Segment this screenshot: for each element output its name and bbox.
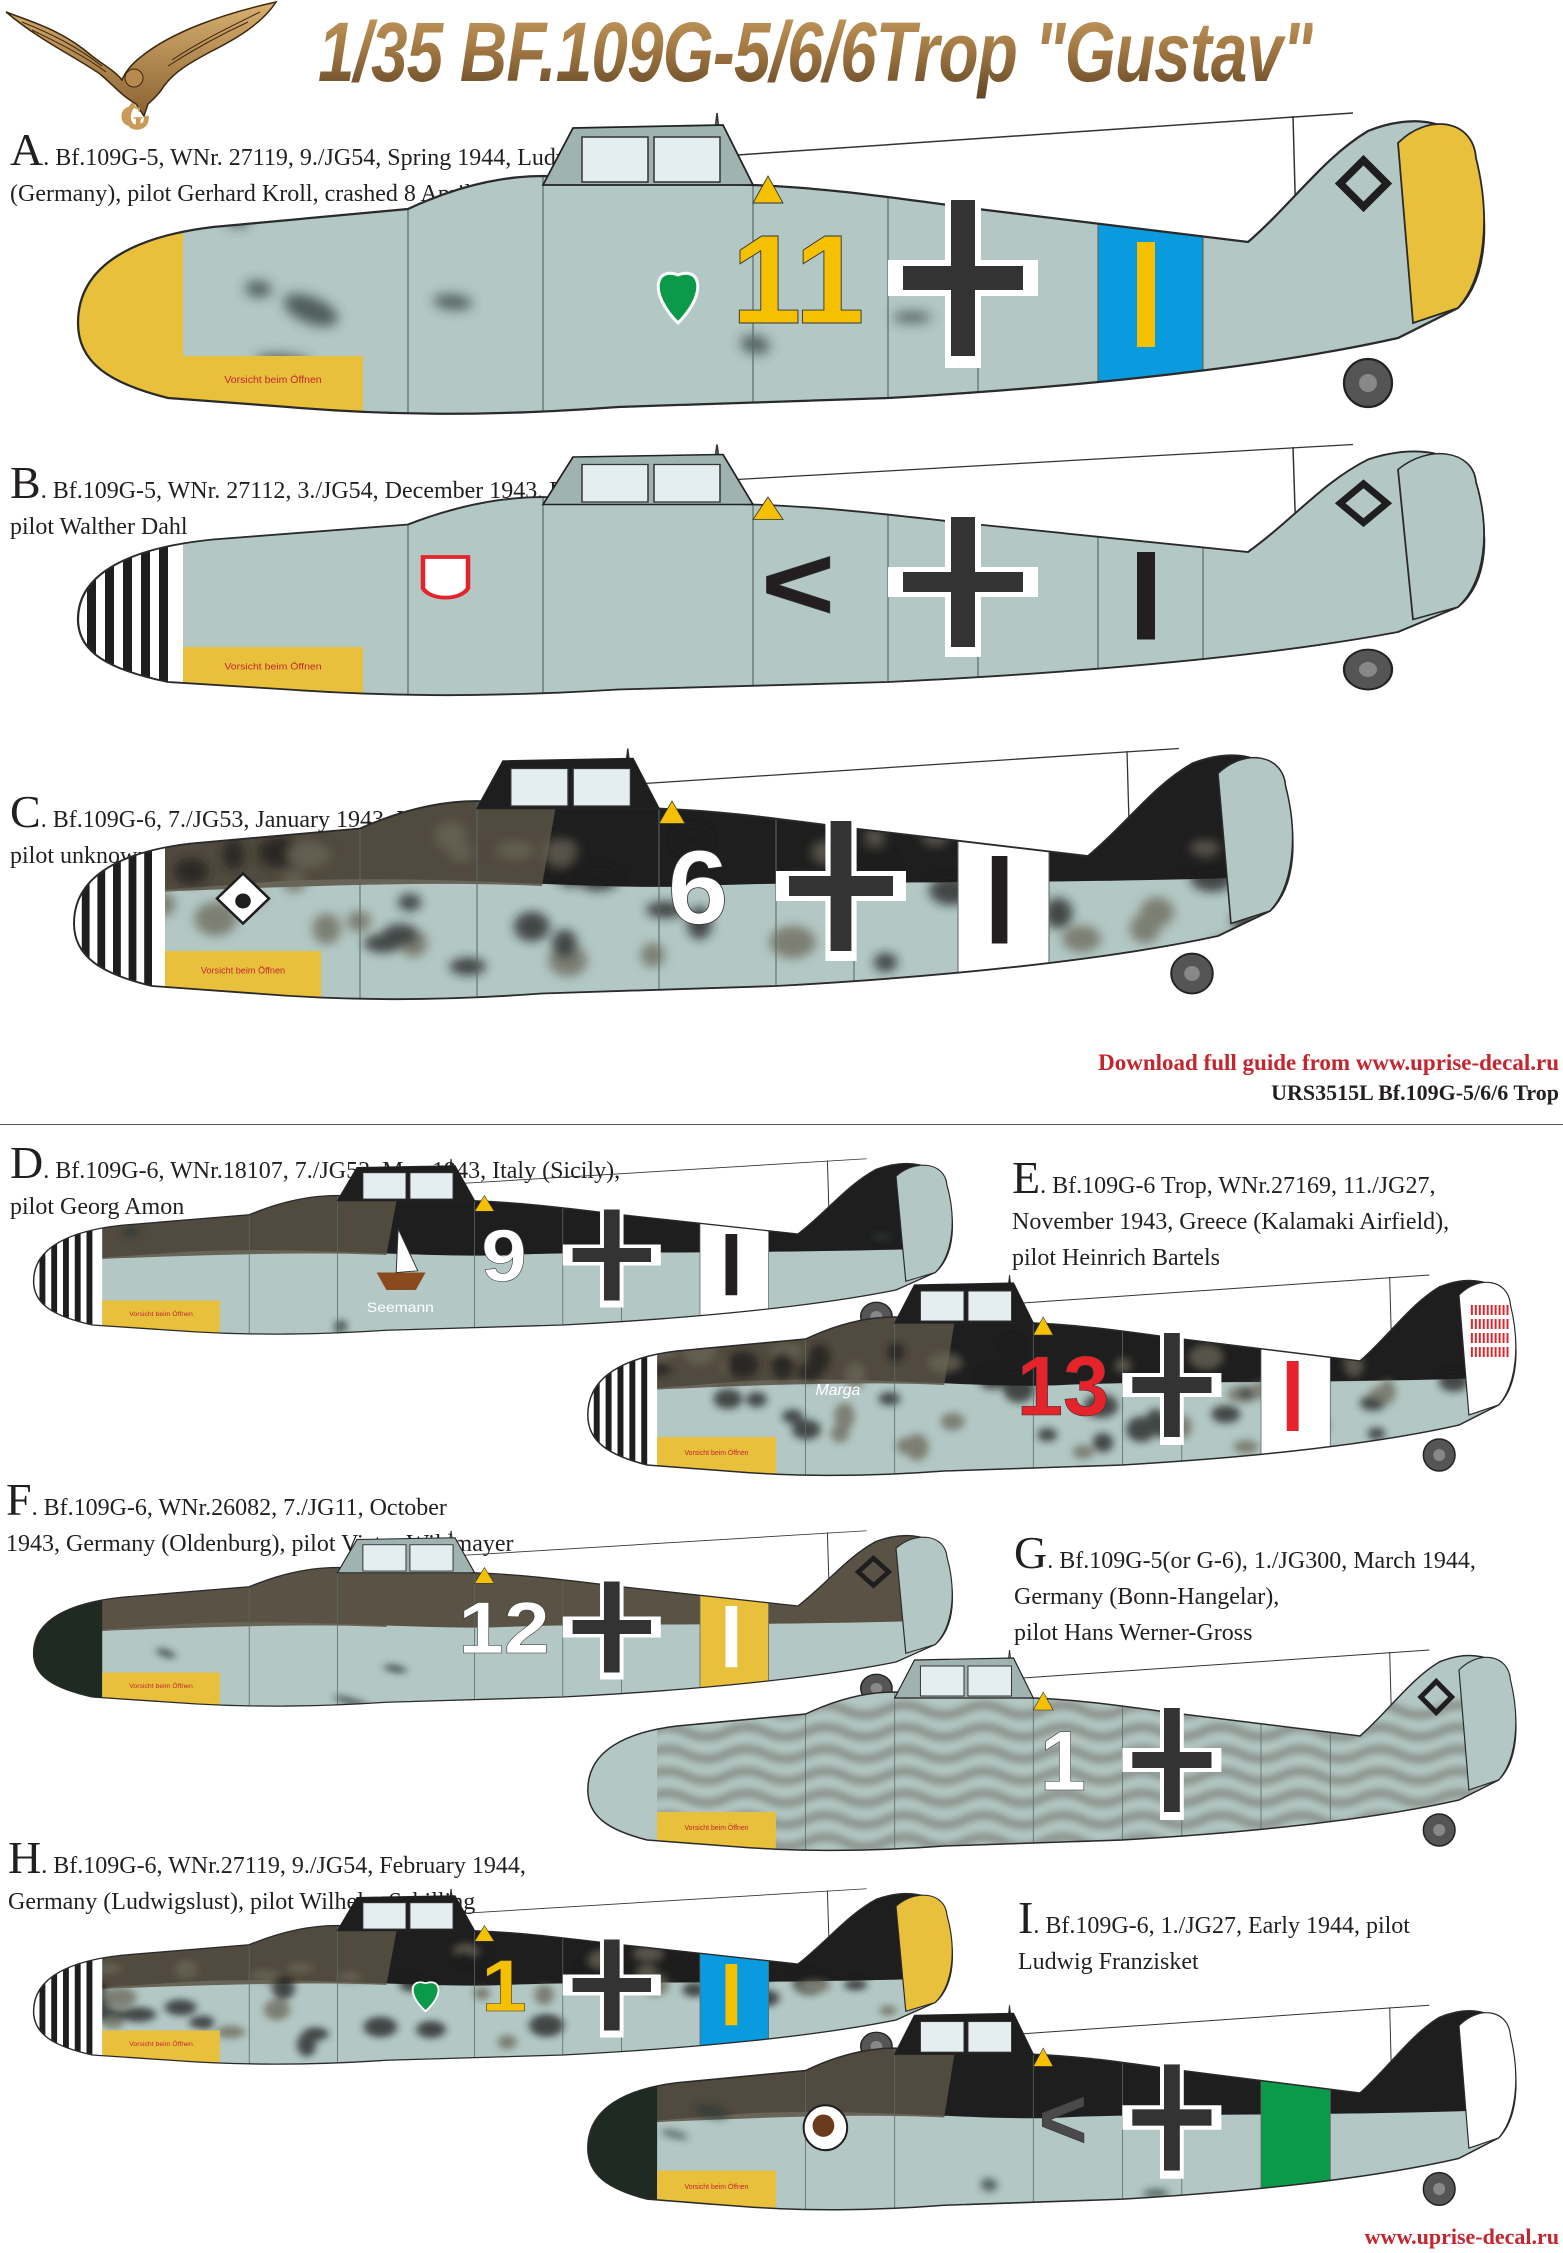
svg-text:Vorsicht beim Öffnen: Vorsicht beim Öffnen <box>684 1449 748 1457</box>
eagle-emblem-icon <box>5 0 278 130</box>
caption-line: . Bf.109G-6, 1./JG27, Early 1944, pilot <box>1033 1913 1410 1939</box>
svg-text:Vorsicht beim Öffnen: Vorsicht beim Öffnen <box>129 1311 193 1319</box>
caption-line: pilot Heinrich Bartels <box>1012 1245 1220 1271</box>
aircraft-profile-i: < Vorsicht beim Öffnen <box>568 1995 1558 2240</box>
tactical-number: 1 <box>481 1944 527 2027</box>
caption-line: November 1943, Greece (Kalamaki Airfield… <box>1012 1209 1450 1235</box>
variant-letter: E <box>1012 1152 1041 1203</box>
caption-line: Ludwig Franzisket <box>1018 1949 1199 1975</box>
green-heart-emblem-icon <box>656 271 700 326</box>
caption-line: . Bf.109G-6 Trop, WNr.27169, 11./JG27, <box>1040 1173 1436 1199</box>
svg-text:Vorsicht beim Öffnen: Vorsicht beim Öffnen <box>685 2183 749 2191</box>
aircraft-svg: < Vorsicht beim Öffnen <box>76 443 1486 697</box>
svg-text:Marga: Marga <box>816 1382 861 1399</box>
caption-line: pilot Georg Amon <box>10 1194 185 1220</box>
tactical-number: < <box>761 524 835 642</box>
caption-line: pilot Walther Dahl <box>10 514 188 540</box>
svg-text:Vorsicht beim Öffnen: Vorsicht beim Öffnen <box>129 1683 193 1691</box>
footer-url-link[interactable]: www.uprise-decal.ru <box>1364 2224 1559 2249</box>
tactical-number: 1 <box>1040 1714 1086 1808</box>
variant-letter: I <box>1018 1892 1034 1943</box>
caption-variant-e: E. Bf.109G-6 Trop, WNr.27169, 11./JG27, … <box>1012 1155 1450 1276</box>
tactical-number: < <box>1039 2071 1088 2166</box>
eagle-logo: G <box>2 0 280 133</box>
tactical-number: 13 <box>1017 1339 1110 1433</box>
caption-variant-i: I. Bf.109G-6, 1./JG27, Early 1944, pilot… <box>1018 1895 1410 1980</box>
caption-line: . Bf.109G-5, WNr. 27119, 9./JG54, Spring… <box>43 145 636 171</box>
svg-text:Vorsicht beim Öffnen: Vorsicht beim Öffnen <box>201 966 285 976</box>
variant-letter: B <box>10 457 41 508</box>
ace-of-spades-emblem-icon <box>215 871 271 926</box>
caption-line: pilot Hans Werner-Gross <box>1014 1620 1253 1646</box>
download-link[interactable]: Download full guide from www.uprise-deca… <box>1098 1050 1559 1075</box>
caption-line: . Bf.109G-5(or G-6), 1./JG300, March 194… <box>1047 1548 1476 1574</box>
caption-line: Germany (Bonn-Hangelar), <box>1014 1584 1280 1610</box>
green-heart-emblem-icon <box>411 1981 440 2013</box>
caption-line: . Bf.109G-6, WNr.27119, 9./JG54, Februar… <box>41 1853 526 1879</box>
red-shield-emblem-icon <box>420 555 471 600</box>
aircraft-svg: < Vorsicht beim Öffnen <box>587 2004 1517 2211</box>
variant-letter: G <box>1014 1527 1048 1578</box>
svg-text:Vorsicht beim Öffnen: Vorsicht beim Öffnen <box>224 662 321 672</box>
caption-line: . Bf.109G-6, WNr.26082, 7./JG11, October <box>31 1495 447 1521</box>
tactical-number: 6 <box>668 828 729 946</box>
caption-variant-d: D. Bf.109G-6, WNr.18107, 7./JG53, May 19… <box>10 1140 620 1225</box>
cartoon-face-emblem-icon <box>802 2104 849 2152</box>
variant-letter: C <box>10 786 41 837</box>
svg-text:Vorsicht beim Öffnen: Vorsicht beim Öffnen <box>684 1824 748 1832</box>
aircraft-profile-b: < Vorsicht beim Öffnen <box>48 432 1548 732</box>
variant-letter: F <box>6 1474 32 1525</box>
page-title: 1/35 BF.109G-5/6/6Trop "Gustav" <box>318 5 1313 99</box>
product-code: URS3515L Bf.109G-5/6/6 Trop <box>1271 1080 1559 1105</box>
svg-text:Seemann: Seemann <box>367 1301 434 1316</box>
svg-text:Vorsicht beim Öffnen: Vorsicht beim Öffnen <box>129 2041 193 2049</box>
tactical-number: 9 <box>481 1214 527 1297</box>
seemann-sailboat-emblem-icon: Seemann <box>367 1228 434 1316</box>
svg-text:Vorsicht beim Öffnen: Vorsicht beim Öffnen <box>224 374 321 386</box>
variant-letter: D <box>10 1137 44 1188</box>
tactical-number: 12 <box>458 1586 550 1669</box>
caption-variant-g: G. Bf.109G-5(or G-6), 1./JG300, March 19… <box>1014 1530 1476 1651</box>
logo-letter: G <box>120 100 144 133</box>
tactical-number: 11 <box>731 209 864 350</box>
variant-letter: A <box>10 124 44 175</box>
section-divider <box>0 1124 1563 1125</box>
variant-letter: H <box>8 1832 42 1883</box>
